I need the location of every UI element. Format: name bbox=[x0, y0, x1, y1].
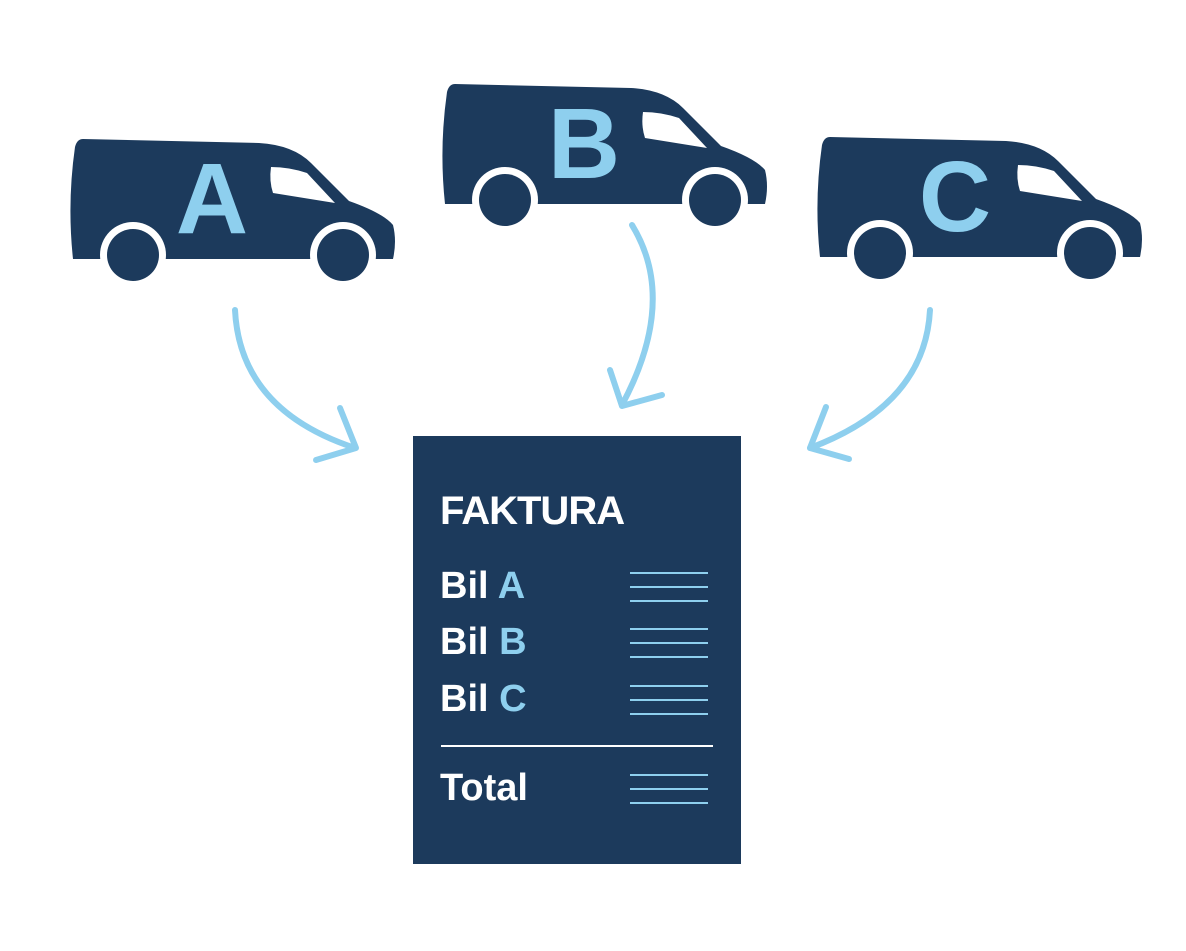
row-prefix: Bil bbox=[440, 678, 489, 720]
amount-placeholder-lines bbox=[630, 685, 708, 715]
row-letter: A bbox=[497, 565, 526, 607]
invoice-total-row: Total bbox=[440, 764, 715, 812]
invoice-row-a: Bil A bbox=[440, 562, 715, 610]
invoice-title: FAKTURA bbox=[440, 489, 625, 533]
curved-arrow-icon bbox=[807, 307, 933, 462]
invoice-document: FAKTURA Bil A Bil B Bil C Total bbox=[413, 436, 741, 864]
row-letter: C bbox=[499, 678, 527, 720]
van-label: A bbox=[176, 143, 248, 255]
invoice-divider bbox=[441, 745, 713, 747]
van-b: B bbox=[442, 84, 767, 233]
curved-arrow-icon bbox=[232, 307, 359, 463]
invoice-row-b: Bil B bbox=[440, 618, 715, 666]
amount-placeholder-lines bbox=[630, 774, 708, 804]
row-prefix: Bil bbox=[440, 565, 489, 607]
invoice-row-c: Bil C bbox=[440, 675, 715, 723]
row-letter: B bbox=[499, 621, 527, 663]
amount-placeholder-lines bbox=[630, 572, 708, 602]
van-label: B bbox=[548, 88, 620, 200]
row-prefix: Bil bbox=[440, 621, 489, 663]
amount-placeholder-lines bbox=[630, 628, 708, 658]
van-c: C bbox=[817, 137, 1142, 286]
van-label: C bbox=[919, 141, 991, 253]
van-a: A bbox=[70, 139, 395, 288]
total-label: Total bbox=[440, 767, 528, 809]
curved-arrow-icon bbox=[607, 222, 665, 409]
